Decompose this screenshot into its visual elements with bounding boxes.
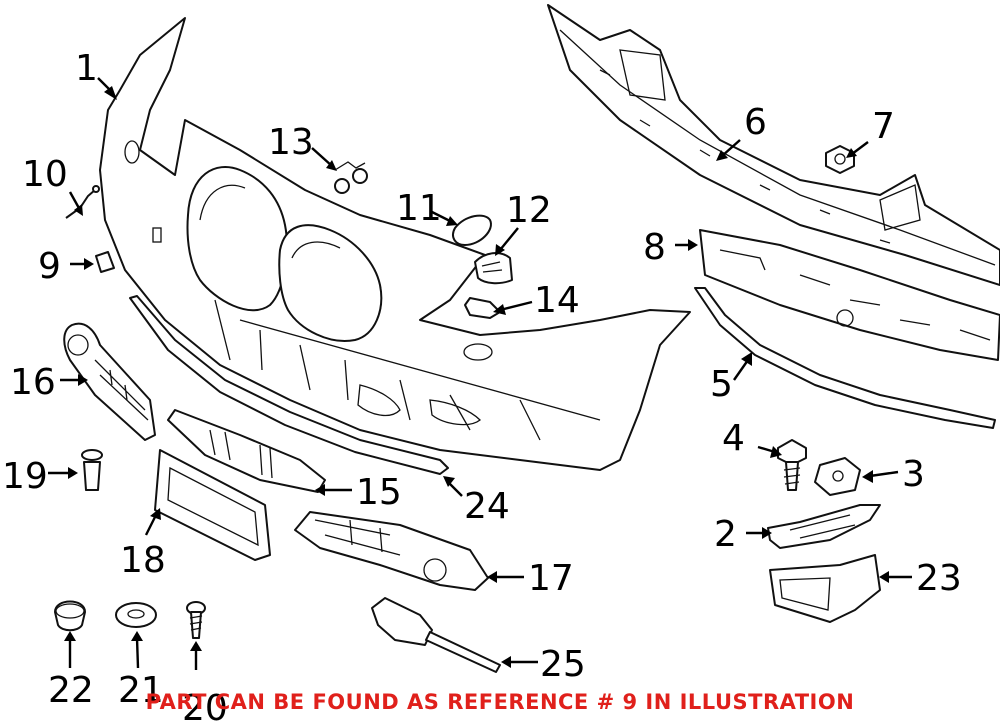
ref-label-17: 17 [528, 558, 574, 599]
ref-label-14: 14 [534, 280, 580, 321]
ref-label-13: 13 [268, 122, 314, 163]
part-3-clip-nut [814, 457, 861, 496]
part-19-push-rivet [81, 449, 103, 491]
part-12-cover [474, 252, 513, 285]
part-13-wiring-clip [334, 161, 368, 194]
part-25-sensor [371, 597, 501, 673]
ref-label-24: 24 [464, 486, 510, 527]
part-20-bolt [186, 601, 206, 639]
ref-label-21: 21 [118, 670, 164, 711]
part-5-lower-support [694, 287, 996, 429]
reference-numbers: 1 2 3 4 5 6 7 8 9 10 11 12 13 14 15 16 1… [2, 48, 962, 723]
ref-label-5: 5 [710, 364, 733, 405]
ref-label-10: 10 [22, 154, 68, 195]
part-1-bumper-cover [99, 17, 691, 471]
part-2-bracket [767, 504, 881, 549]
ref-label-25: 25 [540, 644, 586, 685]
ref-label-20: 20 [182, 688, 228, 723]
ref-label-15: 15 [356, 472, 402, 513]
ref-label-4: 4 [722, 418, 745, 459]
part-15-grille-bracket [167, 409, 326, 493]
ref-label-23: 23 [916, 558, 962, 599]
reference-note: PART CAN BE FOUND AS REFERENCE # 9 IN IL… [145, 690, 855, 714]
ref-label-8: 8 [643, 227, 666, 268]
ref-label-12: 12 [506, 190, 552, 231]
ref-label-3: 3 [902, 454, 925, 495]
ref-label-7: 7 [872, 106, 895, 147]
part-24-molding-strip [129, 295, 449, 475]
ref-label-22: 22 [48, 670, 94, 711]
part-8-energy-absorber [699, 229, 1000, 361]
part-7-nut [825, 145, 855, 174]
ref-label-1: 1 [75, 48, 98, 89]
leader-lines [48, 77, 912, 670]
part-11-cover [452, 214, 492, 246]
part-22-grommet [54, 600, 86, 632]
part-17-right-grille [294, 511, 489, 591]
ref-label-19: 19 [2, 456, 48, 497]
part-18-license-plate-base [154, 449, 271, 561]
ref-label-9: 9 [38, 246, 61, 287]
part-14-bracket [464, 297, 501, 319]
part-6-reinforcement-bar [547, 4, 1000, 286]
part-16-left-grille [63, 322, 156, 441]
part-9-clip [95, 251, 115, 273]
ref-label-6: 6 [744, 102, 767, 143]
ref-label-2: 2 [714, 514, 737, 555]
ref-label-11: 11 [396, 188, 442, 229]
part-21-washer [115, 602, 157, 628]
part-4-screw [777, 439, 807, 491]
part-10-wire [65, 185, 100, 219]
ref-label-16: 16 [10, 362, 56, 403]
ref-label-18: 18 [120, 540, 166, 581]
part-23-air-duct [769, 554, 881, 623]
